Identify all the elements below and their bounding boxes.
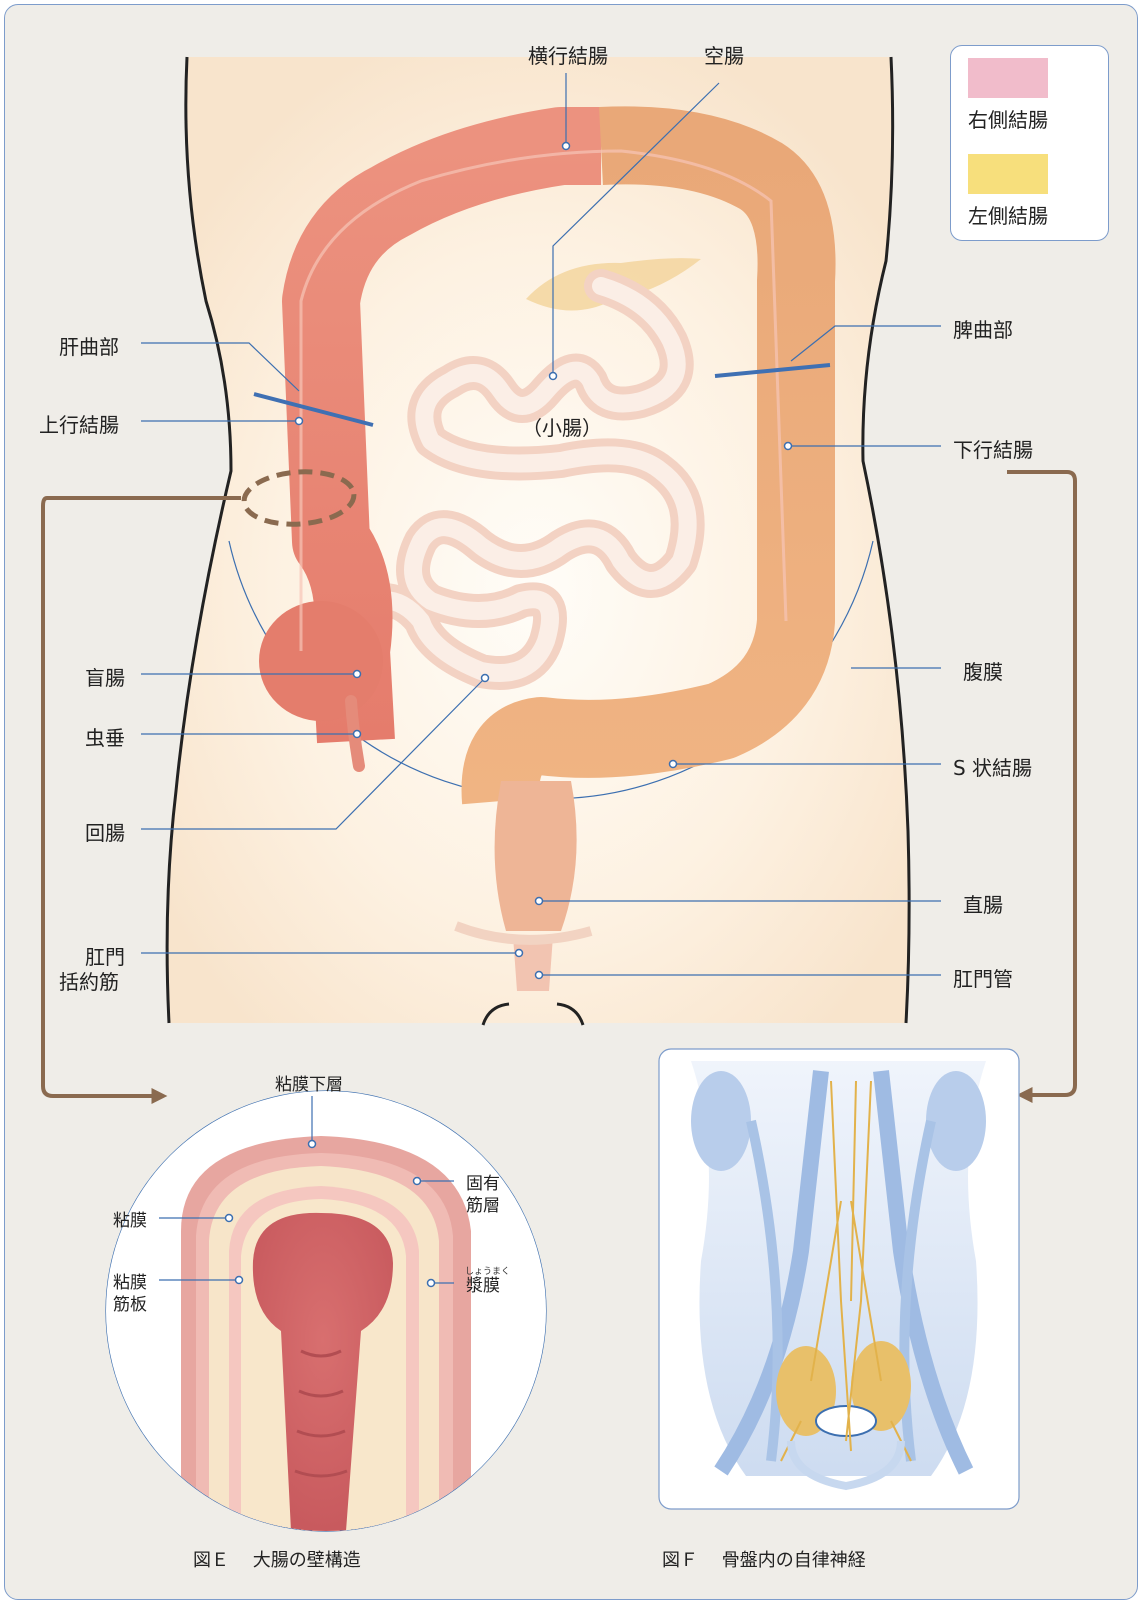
label-jejunum: 空腸: [704, 44, 744, 69]
label-submucosa: 粘膜下層: [275, 1074, 343, 1096]
legend-label-left: 左側結腸: [968, 200, 1048, 229]
label-ascending-colon: 上行結腸: [39, 413, 119, 438]
label-splenic-flexure: 脾曲部: [953, 318, 1013, 343]
legend: 右側結腸 左側結腸: [950, 45, 1109, 241]
label-anal-canal: 肛門管: [953, 967, 1013, 992]
label-serosa: 漿膜: [466, 1275, 500, 1297]
caption-figure-f: 図Ｆ 骨盤内の自律神経: [662, 1546, 866, 1572]
figure-e-wall-illustration: [101, 1086, 551, 1536]
label-descending-colon: 下行結腸: [953, 438, 1033, 463]
label-rectum: 直腸: [963, 893, 1003, 918]
figure-f-pelvis-illustration: [691, 1061, 986, 1486]
label-peritoneum: 腹膜: [963, 660, 1003, 685]
legend-label-right: 右側結腸: [968, 104, 1048, 133]
label-transverse-colon: 横行結腸: [528, 44, 608, 69]
label-ileum: 回腸: [85, 821, 125, 846]
anatomy-illustration: [5, 5, 1137, 1599]
rectum-shape: [495, 781, 577, 931]
label-sphincter-line2: 括約筋: [59, 970, 125, 995]
legend-swatch-left: [968, 154, 1048, 194]
cecum-shape: [259, 601, 383, 721]
label-sphincter-line1: 肛門: [85, 945, 125, 970]
label-muscularis-line2: 筋層: [466, 1195, 500, 1217]
label-muscularis-line1: 固有: [466, 1173, 500, 1195]
label-sphincter: 肛門 括約筋: [85, 945, 125, 995]
label-mucosa: 粘膜: [113, 1210, 147, 1232]
label-cecum: 盲腸: [85, 666, 125, 691]
arrow-to-figure-f: [1007, 472, 1075, 1095]
figure-frame: 横行結腸 空腸 肝曲部 脾曲部 上行結腸 （小腸） 下行結腸 腹膜 盲腸 虫垂 …: [4, 4, 1138, 1600]
label-hepatic-flexure: 肝曲部: [59, 335, 119, 360]
label-small-intestine: （小腸）: [522, 416, 602, 441]
caption-figure-e: 図Ｅ 大腸の壁構造: [193, 1546, 361, 1572]
label-muscularis-mucosae: 粘膜 筋板: [113, 1272, 147, 1316]
label-sigmoid-colon: S 状結腸: [953, 756, 1032, 781]
label-appendix: 虫垂: [85, 726, 125, 751]
label-muscularis-mucosae-line2: 筋板: [113, 1294, 147, 1316]
label-muscularis: 固有 筋層: [466, 1173, 500, 1217]
legend-swatch-right: [968, 58, 1048, 98]
label-muscularis-mucosae-line1: 粘膜: [113, 1272, 147, 1294]
